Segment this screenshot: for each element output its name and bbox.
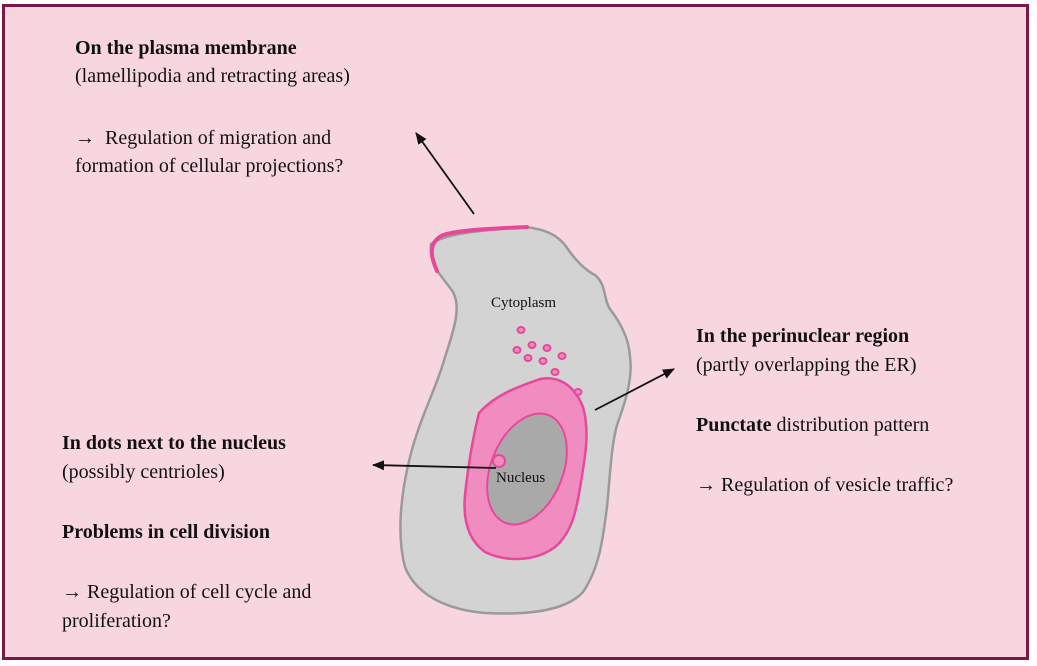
perinuclear-pattern: Punctate distribution pattern: [696, 412, 929, 439]
perinuclear-question: → Regulation of vesicle traffic?: [696, 472, 953, 499]
plasma-membrane-detail: (lamellipodia and retracting areas): [75, 63, 350, 90]
arrow-to-plasma-membrane: [416, 133, 474, 214]
nucleus-dots-question-line1: → Regulation of cell cycle and: [62, 579, 311, 606]
vesicle-dot: [529, 342, 536, 348]
vesicle-dot: [552, 369, 559, 375]
nucleus-dots-question-line2: proliferation?: [62, 608, 171, 635]
perinuclear-detail: (partly overlapping the ER): [696, 352, 917, 379]
question-text: Regulation of migration and: [105, 127, 331, 149]
vesicle-dot: [540, 358, 547, 364]
plasma-membrane-title: On the plasma membrane: [75, 35, 297, 62]
vesicle-dot: [514, 347, 521, 353]
vesicle-dot: [575, 389, 582, 395]
nucleus-dots-detail: (possibly centrioles): [62, 459, 225, 486]
vesicle-dot: [518, 327, 525, 333]
nucleus-label: Nucleus: [496, 469, 545, 487]
nucleus-dots-title: In dots next to the nucleus: [62, 430, 286, 457]
vesicle-dot: [559, 353, 566, 359]
plasma-membrane-question-line2: formation of cellular projections?: [75, 153, 343, 180]
nucleus-dots-problem: Problems in cell division: [62, 519, 270, 546]
cytoplasm-label: Cytoplasm: [491, 294, 556, 312]
diagram-frame: On the plasma membrane (lamellipodia and…: [2, 4, 1029, 660]
vesicle-dot: [544, 345, 551, 351]
pattern-rest: distribution pattern: [772, 414, 930, 436]
pattern-bold: Punctate: [696, 414, 772, 436]
centriole-dot: [493, 455, 505, 467]
perinuclear-title: In the perinuclear region: [696, 323, 909, 350]
vesicle-dot: [525, 355, 532, 361]
arrow-glyph-icon: →: [75, 127, 95, 149]
plasma-membrane-question-line1: → Regulation of migration and: [75, 125, 331, 152]
